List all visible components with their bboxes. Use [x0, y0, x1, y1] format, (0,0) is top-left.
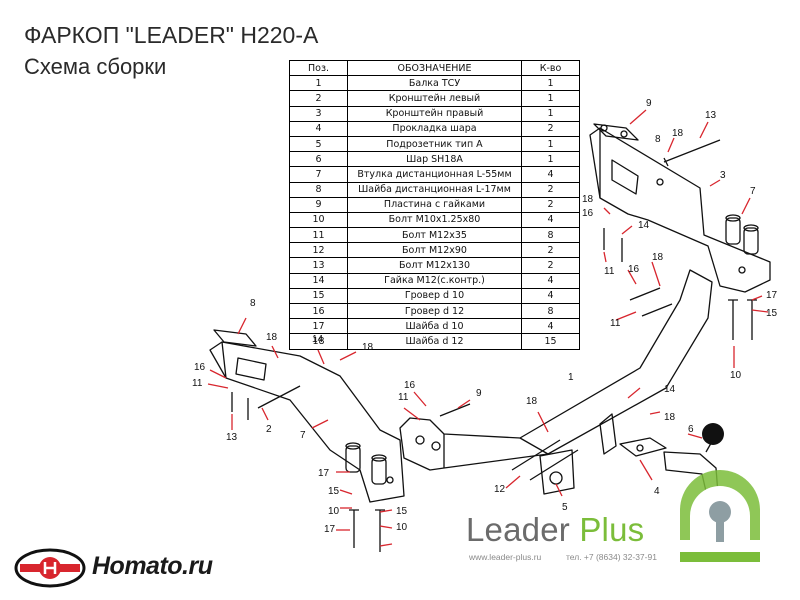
page-title: ФАРКОП "LEADER" H220-A	[24, 22, 319, 48]
left-nut-plate	[213, 329, 257, 347]
callout-label: 4	[654, 486, 660, 497]
callout-label: 10	[730, 370, 742, 381]
right-small-bolts	[603, 228, 673, 317]
brand-phone: тел. +7 (8634) 32-37-91	[566, 552, 657, 562]
callout-label: 10	[328, 506, 340, 517]
callout-label: 15	[766, 308, 778, 319]
callout-label: 1	[568, 372, 574, 383]
right-long-bolt	[663, 139, 721, 167]
callout-label: 18	[582, 194, 594, 205]
callout-label: 16	[628, 264, 640, 275]
callout-label: 18	[526, 396, 538, 407]
callout-label: 12	[494, 484, 506, 495]
left-spacers	[345, 442, 387, 485]
right-nut-plate	[593, 123, 639, 141]
callout-label: 11	[610, 318, 621, 329]
callout-label: 13	[226, 432, 238, 443]
callout-arrows	[207, 109, 769, 547]
callout-label: 18	[672, 128, 684, 139]
cell-quantity: 4	[521, 287, 580, 305]
callout-label: 11	[604, 266, 615, 277]
right-spacers	[725, 214, 759, 255]
left-vertical-bolts	[349, 509, 385, 552]
callout-label: 3	[720, 170, 726, 181]
page-subtitle: Схема сборки	[24, 54, 167, 79]
callout-label: 8	[655, 134, 661, 145]
main-beam	[399, 269, 713, 471]
callout-label: 17	[766, 290, 778, 301]
callout-label: 6	[688, 424, 694, 435]
cell-quantity: 2	[521, 242, 580, 259]
leader-plus-brand: Leader Plus	[466, 511, 644, 549]
callout-label: 18	[652, 252, 664, 263]
callout-label: 18	[362, 342, 374, 353]
homato-logo-icon	[14, 548, 86, 588]
callout-label: 9	[646, 98, 652, 109]
callout-label: 17	[318, 468, 330, 479]
callout-label: 11	[192, 378, 203, 389]
brand-name-first: Leader	[466, 511, 570, 548]
callout-label: 8	[250, 298, 256, 309]
callout-label: 16	[404, 380, 416, 391]
left-bracket	[209, 341, 405, 503]
callout-label: 10	[396, 522, 408, 533]
callout-label: 9	[476, 388, 482, 399]
callout-label: 18	[266, 332, 278, 343]
long-bolts-90	[511, 439, 579, 481]
cell-quantity: 15	[521, 333, 580, 350]
callout-label: 16	[194, 362, 206, 373]
callout-label: 5	[562, 502, 568, 513]
callout-label: 14	[664, 384, 676, 395]
left-small-bolts	[231, 392, 471, 420]
callout-label: 17	[324, 524, 336, 535]
callout-label: 2	[266, 424, 272, 435]
leader-plus-logo-icon	[680, 470, 760, 562]
callout-label: 7	[300, 430, 306, 441]
callout-label: 14	[638, 220, 650, 231]
right-bracket	[589, 127, 771, 293]
callout-label: 15	[396, 506, 408, 517]
ball-spacers	[599, 413, 667, 457]
callout-label: 14	[312, 334, 324, 345]
callout-label: 15	[328, 486, 340, 497]
brand-website: www.leader-plus.ru	[469, 552, 542, 562]
callout-label: 16	[582, 208, 594, 219]
right-vertical-bolts	[728, 299, 757, 340]
brand-name-second: Plus	[579, 511, 645, 548]
homato-watermark-text: Homato.ru	[92, 552, 213, 580]
callout-label: 13	[705, 110, 717, 121]
left-long-bolt	[257, 385, 301, 409]
callout-label: 18	[664, 412, 676, 423]
callout-label: 7	[750, 186, 756, 197]
callout-label: 11	[398, 392, 409, 403]
